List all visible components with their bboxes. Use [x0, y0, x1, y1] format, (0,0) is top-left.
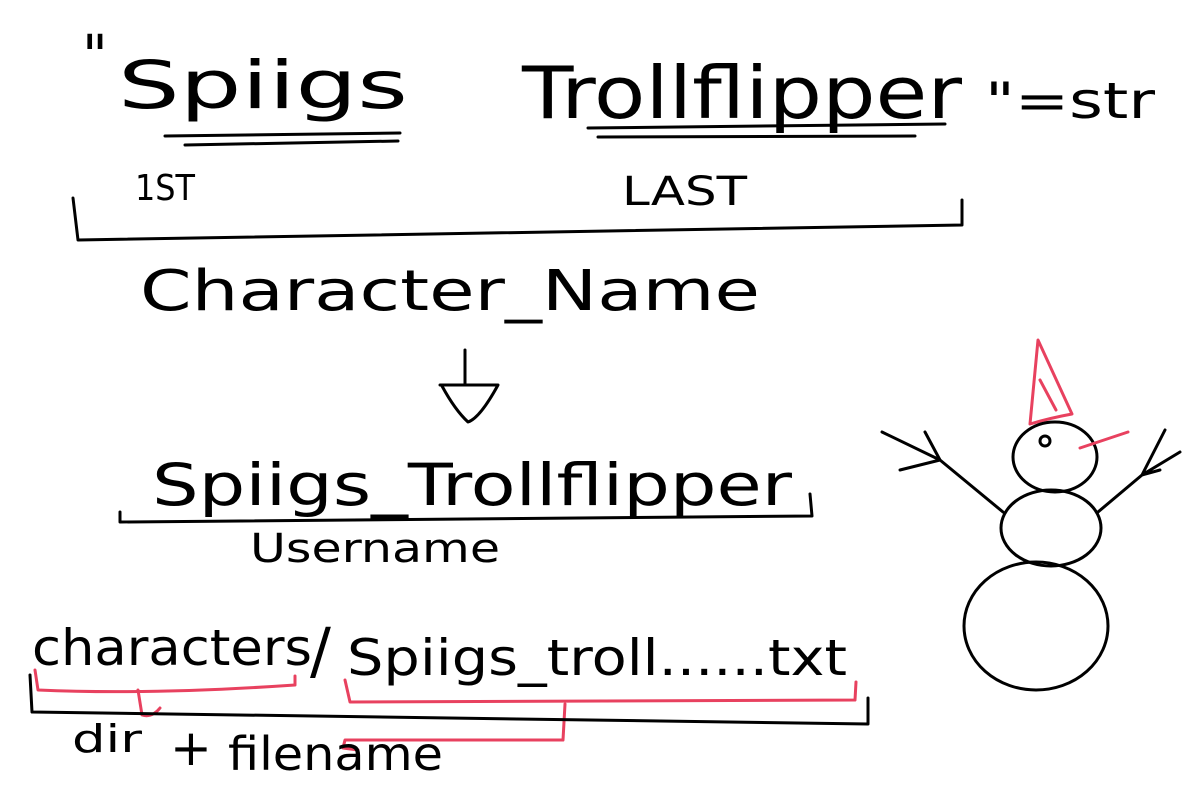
snowman-body — [999, 488, 1103, 568]
first-name-underline — [163, 131, 402, 147]
last-name-underline — [586, 122, 947, 139]
filename-red-bracket — [343, 678, 858, 704]
username-bracket — [118, 492, 814, 524]
snowman-hat-icon — [1028, 338, 1074, 426]
directory-text: characters — [32, 619, 312, 677]
filename-red-pointer — [341, 702, 567, 752]
first-name-text: Spiigs — [118, 47, 408, 124]
plus-label: + — [170, 719, 212, 777]
snowman-right-arm — [1096, 428, 1182, 514]
username-text: Spiigs_Trollflipper — [152, 451, 792, 519]
last-name-text: Trollflipper — [521, 51, 963, 135]
quote-assign-str-text: "=str — [985, 72, 1156, 130]
directory-red-pointer — [136, 688, 162, 718]
username-caption: Username — [250, 526, 500, 572]
filename-label: filename — [228, 727, 443, 781]
character-name-label: Character_Name — [140, 259, 760, 324]
character-name-bracket — [71, 196, 964, 242]
first-part-label: 1ST — [135, 168, 196, 209]
dir-label: dir — [72, 717, 143, 761]
directory-red-bracket — [33, 668, 297, 694]
open-quote: " — [82, 24, 108, 89]
path-separator: / — [310, 614, 331, 687]
last-part-label: LAST — [622, 169, 748, 215]
down-arrow-icon — [438, 348, 500, 424]
snowman-base — [962, 560, 1110, 692]
snowman-left-arm — [880, 430, 1005, 514]
path-bracket — [28, 673, 870, 726]
snowman-nose-icon — [1078, 430, 1130, 450]
filename-text: Spiigs_troll......txt — [347, 629, 847, 687]
snowman-drawing — [880, 338, 1182, 692]
snowman-eye — [1038, 434, 1052, 448]
snowman-head — [1011, 420, 1099, 494]
